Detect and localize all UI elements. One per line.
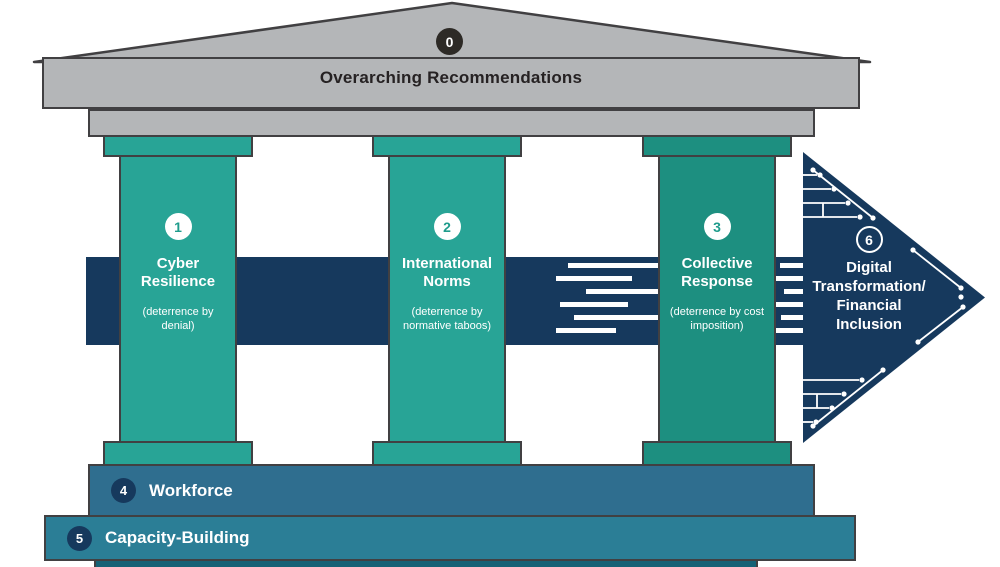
pillar-2: 2 International Norms (deterrence by nor… — [388, 155, 506, 443]
capacity-label: Capacity-Building — [105, 528, 250, 547]
workforce-label: Workforce — [149, 480, 233, 500]
pillar-3: 3 Collective Response (deterrence by cos… — [658, 155, 776, 443]
pillar-1-base — [103, 441, 253, 466]
pillar-1-number-badge: 1 — [164, 213, 192, 240]
pillar-2-number-badge: 2 — [433, 213, 461, 240]
step-capacity-building: 5 Capacity-Building — [44, 515, 856, 561]
pediment-label: Overarching Recommendations — [319, 68, 583, 87]
pillar-2-subtitle: (deterrence by normative taboos) — [402, 305, 492, 332]
arrow-label: Digital Transformation/ Financial Inclus… — [812, 259, 926, 333]
pillar-3-title: Collective Response — [681, 255, 753, 291]
pillar-2-base — [372, 441, 522, 466]
pillar-3-base — [642, 441, 792, 466]
entablature: Overarching Recommendations — [42, 57, 860, 109]
foundation-strip — [94, 559, 758, 567]
arrow-label-group: 6 Digital Transformation/ Financial Incl… — [806, 226, 932, 335]
circuit-pattern-icon — [803, 169, 964, 427]
pillar-2-title: International Norms — [401, 255, 492, 291]
pillar-3-subtitle: (deterrence by cost imposition) — [669, 305, 765, 332]
pillar-1: 1 Cyber Resilience (deterrence by denial… — [119, 155, 237, 443]
workforce-number-badge: 4 — [111, 478, 136, 503]
capacity-number-badge: 5 — [67, 525, 92, 551]
architrave-beam — [88, 109, 815, 137]
pillar-1-subtitle: (deterrence by denial) — [142, 305, 214, 332]
step-workforce: 4 Workforce — [88, 464, 815, 517]
arrow-number-badge: 6 — [855, 226, 883, 253]
pillar-1-capital — [103, 135, 253, 157]
pillar-2-capital — [372, 135, 522, 157]
pillar-3-number-badge: 3 — [703, 213, 731, 240]
pediment-number-badge: 0 — [436, 28, 463, 55]
pillar-3-capital — [642, 135, 792, 157]
arrow-shape — [803, 152, 985, 443]
pillar-1-title: Cyber Resilience — [140, 255, 216, 291]
